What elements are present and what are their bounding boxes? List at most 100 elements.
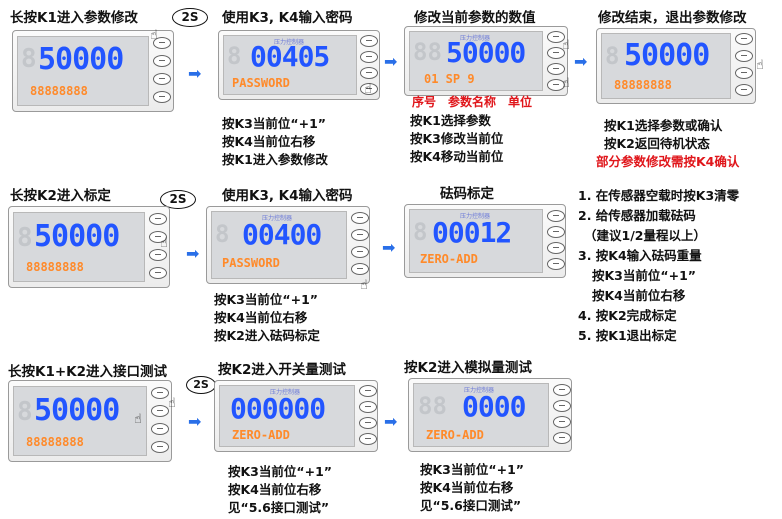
lcd-panel: 压力控制器 88 50000 01 SP 9 [409,31,543,91]
hold-time-bubble: 2S [172,8,208,27]
k2-button[interactable] [553,400,571,412]
step4-note-1: 按K1选择参数或确认 [604,118,723,133]
lcd-panel: 压力控制器 8 00405 PASSWORD [223,35,357,95]
sub-display: PASSWORD [232,76,290,90]
k4-button[interactable] [547,79,565,91]
k1-button[interactable] [547,210,565,222]
test-step2-note-1: 按K3当前位“+1” [228,464,332,479]
calib-step3-title: 砝码标定 [440,186,494,202]
sub-display: 88888888 [26,260,84,274]
step2-note-3: 按K1进入参数修改 [222,152,328,167]
sub-display: 88888888 [26,435,84,449]
k3-button[interactable] [735,67,753,79]
right-arrow-icon: ➡ [382,238,396,257]
main-display: 00405 [250,40,330,73]
k1-button[interactable] [359,385,377,397]
lcd-panel: 压力控制器 8 00400 PASSWORD [211,211,347,279]
pointing-hand-icon: ☝ [168,396,176,411]
lcd-panel: 8 50000 88888888 [13,212,145,282]
controller-device-3: 压力控制器 88 50000 01 SP 9 [404,26,568,96]
calib-instruction-6: 按K4当前位右移 [592,288,686,303]
step3-note-1: 按K1选择参数 [410,113,491,128]
k3-button[interactable] [153,73,171,85]
k4-button[interactable] [360,83,378,95]
k2-button[interactable] [547,226,565,238]
k3-button[interactable] [547,242,565,254]
step3-note-2: 按K3修改当前位 [410,131,504,146]
controller-device-10: 压力控制器 88 0000 ZERO-ADD [408,378,572,452]
main-display: 0000 [462,390,526,423]
k2-button[interactable] [153,55,171,67]
k3-button[interactable] [360,67,378,79]
k4-button[interactable] [149,267,167,279]
k3-button[interactable] [359,417,377,429]
k2-button[interactable] [149,231,167,243]
main-display: 00400 [242,218,322,251]
k2-button[interactable] [359,401,377,413]
calib-step2-note-1: 按K3当前位“+1” [214,292,318,307]
sub-display: ZERO-ADD [232,428,290,442]
test-step1-title: 长按K1+K2进入接口测试 [8,364,168,380]
lcd-panel: 8 50000 88888888 [17,36,149,106]
main-display: 50000 [624,38,710,73]
sequence-label: 序号 [412,95,437,109]
k4-button[interactable] [735,84,753,96]
main-display: 50000 [38,42,124,77]
k2-button[interactable] [360,51,378,63]
main-display: 50000 [446,36,526,69]
step2-title: 使用K3, K4输入密码 [222,10,353,26]
unit-label: 单位 [508,95,533,109]
k3-button[interactable] [151,423,169,435]
k1-button[interactable] [735,33,753,45]
k1-button[interactable] [149,213,167,225]
right-arrow-icon: ➡ [384,412,398,431]
right-arrow-icon: ➡ [188,64,202,83]
k2-button[interactable] [151,405,169,417]
lcd-panel: 压力控制器 88 0000 ZERO-ADD [413,383,549,447]
k1-button[interactable] [151,387,169,399]
main-display: 000000 [230,392,326,425]
k1-button[interactable] [360,35,378,47]
k3-button[interactable] [351,246,369,258]
calib-step2-note-3: 按K2进入砝码标定 [214,328,320,343]
k4-button[interactable] [151,441,169,453]
test-step2-note-2: 按K4当前位右移 [228,482,322,497]
controller-device-6: 压力控制器 8 00400 PASSWORD [206,206,370,284]
controller-device-8: 8 50000 88888888 [8,380,172,462]
hold-time-bubble: 2S [186,376,216,394]
calib-instruction-4: 3. 按K4输入砝码重量 [578,248,702,263]
k3-button[interactable] [547,63,565,75]
k1-button[interactable] [547,31,565,43]
k1-button[interactable] [351,212,369,224]
test-step3-note-1: 按K3当前位“+1” [420,462,524,477]
main-display: 50000 [34,393,120,428]
sub-display: 88888888 [614,78,672,92]
k4-button[interactable] [351,263,369,275]
step4-title: 修改结束，退出参数修改 [598,10,747,26]
pointing-hand-icon: ☝ [562,76,570,91]
k4-button[interactable] [553,432,571,444]
k4-button[interactable] [153,91,171,103]
k1-button[interactable] [553,384,571,396]
calib-instruction-5: 按K3当前位“+1” [592,268,696,283]
main-display: 50000 [34,219,120,254]
k4-button[interactable] [359,433,377,445]
sub-display: 01 SP 9 [424,72,475,86]
k3-button[interactable] [149,249,167,261]
pointing-hand-icon: ☝ [562,38,570,53]
main-display: 00012 [432,216,512,249]
pointing-hand-icon: ☝ [160,236,168,251]
sub-display: 88888888 [30,84,88,98]
pointing-hand-icon: ☝ [134,412,142,427]
step2-note-2: 按K4当前位右移 [222,134,316,149]
k2-button[interactable] [351,229,369,241]
step3-title: 修改当前参数的数值 [414,10,536,26]
k2-button[interactable] [547,47,565,59]
k3-button[interactable] [553,416,571,428]
calib-step2-title: 使用K3, K4输入密码 [222,188,353,204]
k4-button[interactable] [547,258,565,270]
controller-device-5: 8 50000 88888888 [8,206,170,288]
k2-button[interactable] [735,50,753,62]
k1-button[interactable] [153,37,171,49]
test-step2-title: 按K2进入开关量测试 [218,362,346,378]
